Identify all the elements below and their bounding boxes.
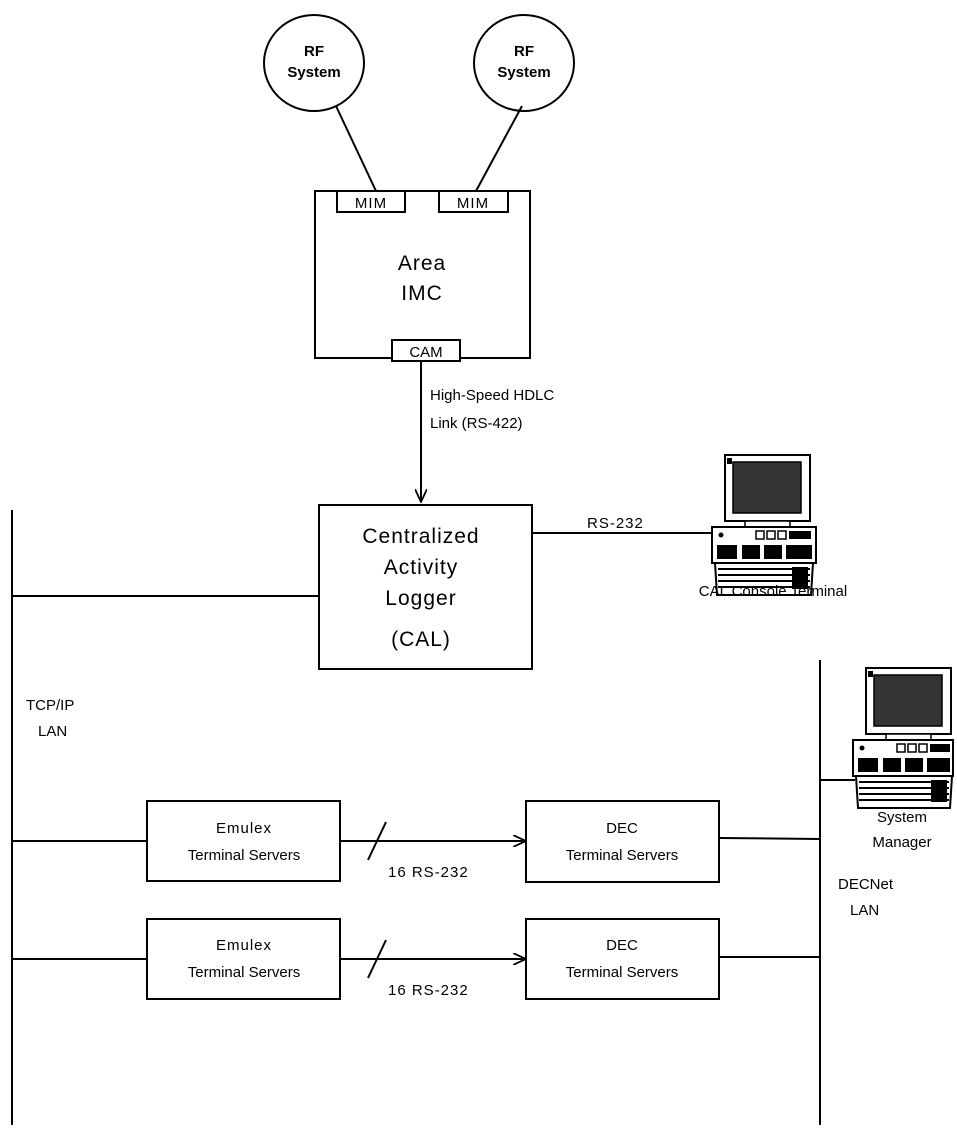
dec-line1: DEC (606, 937, 638, 954)
cal-line4: (CAL) (391, 628, 451, 651)
dec-decnet-link (718, 837, 821, 840)
rf-system-left-line2: System (287, 64, 340, 81)
system-manager-icon (852, 667, 954, 809)
rf-system-left-line1: RF (304, 43, 324, 60)
hdlc-link-line2: Link (RS-422) (430, 415, 523, 432)
area-imc-box (314, 190, 531, 359)
tcpip-lan-line2: LAN (38, 723, 67, 740)
emulex-line1: Emulex (216, 820, 272, 837)
rs232-bundle-label: 16 RS-232 (388, 864, 469, 881)
rs232-bundle-label: 16 RS-232 (388, 982, 469, 999)
bundle-slash (367, 939, 387, 979)
dec-box (525, 918, 720, 1000)
mim-right-box (438, 190, 509, 213)
emulex-line2: Terminal Servers (188, 847, 301, 864)
rf-system-right-circle (473, 14, 575, 112)
rf-system-right-line2: System (497, 64, 550, 81)
dec-box (525, 800, 720, 883)
tcpip-lan-line1: TCP/IP (26, 697, 74, 714)
system-manager-line2: Manager (872, 834, 931, 851)
area-imc-line1: Area (398, 252, 446, 275)
emulex-box (146, 800, 341, 882)
console-terminal-label: CAL Console Terminal (699, 583, 847, 600)
cam-label: CAM (409, 344, 442, 361)
cam-box (391, 339, 461, 362)
decnet-lan-line1: DECNet (838, 876, 894, 893)
emulex-line2: Terminal Servers (188, 964, 301, 981)
mim-left-box (336, 190, 406, 213)
hdlc-link-line1: High-Speed HDLC (430, 387, 554, 404)
cal-box (318, 504, 533, 670)
console-terminal-icon (711, 454, 817, 596)
mim-right-label: MIM (457, 195, 489, 212)
server-row-2: Emulex Terminal Servers 16 RS-232 DEC Te… (12, 918, 820, 1000)
rf-system-right-line1: RF (514, 43, 534, 60)
dec-line2: Terminal Servers (566, 847, 679, 864)
bundle-slash (367, 821, 387, 861)
dec-line2: Terminal Servers (566, 964, 679, 981)
rf-system-left-circle (263, 14, 365, 112)
cal-line2: Activity (384, 556, 459, 579)
rf-left-connector (335, 105, 377, 192)
rf-system-right: RF System (473, 14, 575, 112)
cal-line3: Logger (385, 587, 456, 610)
area-imc: MIM MIM Area IMC CAM (314, 190, 531, 362)
server-row-1: Emulex Terminal Servers 16 RS-232 DEC Te… (12, 800, 821, 883)
emulex-line1: Emulex (216, 937, 272, 954)
emulex-box (146, 918, 341, 1000)
cal-box-group: Centralized Activity Logger (CAL) (318, 504, 533, 670)
decnet-lan-line2: LAN (850, 902, 879, 919)
rs232-console-label: RS-232 (587, 515, 644, 532)
area-imc-line2: IMC (401, 282, 443, 305)
dec-line1: DEC (606, 820, 638, 837)
cal-line1: Centralized (362, 525, 479, 548)
rf-right-connector (475, 105, 523, 192)
system-manager-line1: System (877, 809, 927, 826)
mim-left-label: MIM (355, 195, 387, 212)
rf-system-left: RF System (263, 14, 365, 112)
